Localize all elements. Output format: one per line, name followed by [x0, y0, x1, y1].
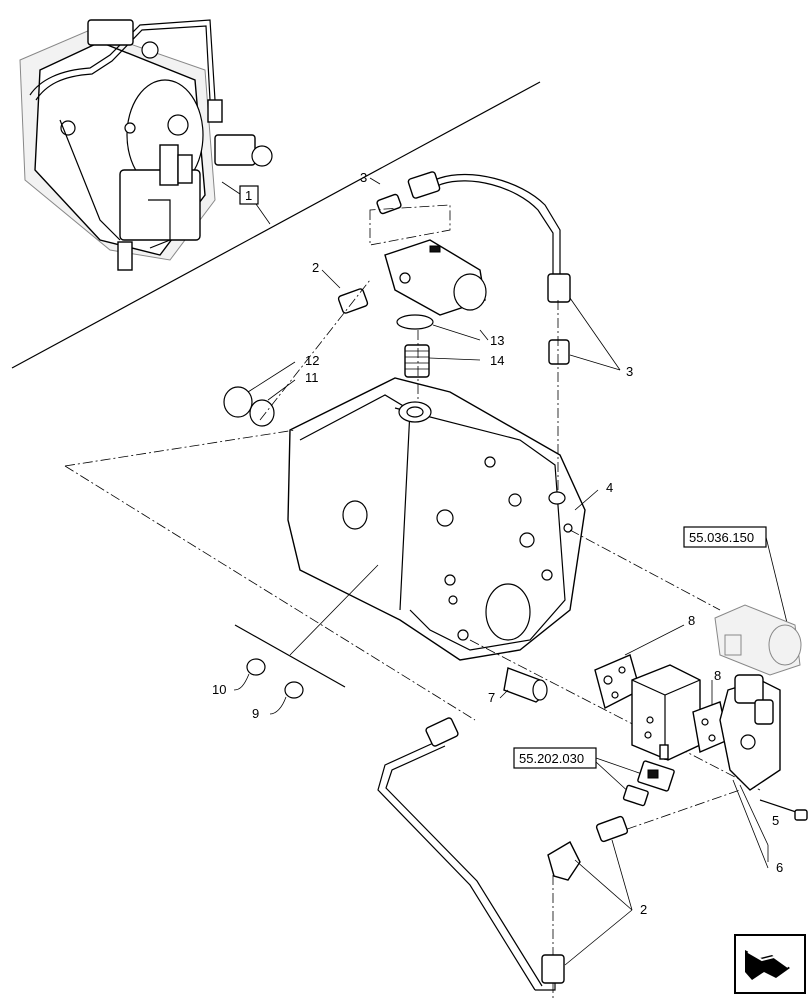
- fitting-3-right: 3: [548, 297, 633, 379]
- ref-55202030-label: 55.202.030: [519, 751, 584, 766]
- tube-upper-inner: [424, 180, 554, 280]
- callout-14-label: 14: [490, 353, 504, 368]
- callout-2-top-label: 2: [312, 260, 319, 275]
- o-ring-13: [396, 314, 434, 330]
- callout-3-top-label: 3: [360, 170, 367, 185]
- assembly-centerlines: [64, 204, 761, 1000]
- callout-6-label: 6: [776, 860, 783, 875]
- leader-pump: [289, 564, 379, 656]
- fitting-3-top: 3: [360, 170, 402, 215]
- ref-55036150-label: 55.036.150: [689, 530, 754, 545]
- callout-8a-label: 8: [688, 613, 695, 628]
- leader-bar: [234, 624, 346, 688]
- callout-12-label: 12: [305, 353, 319, 368]
- callout-8b-label: 8: [714, 668, 721, 683]
- ref-box-55202030: 55.202.030: [513, 747, 646, 796]
- valve-assembly-5-6: 5 6: [719, 674, 808, 875]
- divider-line: [11, 81, 541, 369]
- callout-1-label: 1: [245, 188, 252, 203]
- o-rings-9-10: 10 9: [212, 658, 304, 721]
- tube-nut-right: [547, 273, 571, 303]
- seal-rings-11-12: 12 11: [223, 353, 319, 427]
- spring-14: 14: [404, 344, 504, 378]
- callout-1: 1: [221, 181, 271, 225]
- next-page-arrow-icon[interactable]: [734, 934, 806, 994]
- main-pump-body: [287, 377, 586, 661]
- cartridge-parts: [622, 744, 675, 807]
- overview-pump-assembly: [19, 19, 273, 271]
- callout-4-label: 4: [606, 480, 613, 495]
- callout-13-label: 13: [490, 333, 504, 348]
- callout-5-label: 5: [772, 813, 779, 828]
- callout-10-label: 10: [212, 682, 226, 697]
- fitting-2-bottom: 2: [547, 815, 647, 966]
- ref-box-55036150: 55.036.150: [683, 526, 791, 636]
- tube-upper: [419, 173, 561, 280]
- callout-7-label: 7: [488, 690, 495, 705]
- bolt-7: 7: [488, 667, 548, 705]
- solenoid-valve-grey: [714, 604, 802, 676]
- callout-11-label: 11: [305, 370, 319, 385]
- valve-block-13: [384, 239, 487, 316]
- tube-lower: [377, 717, 565, 991]
- fitting-2-top: 2: [312, 260, 369, 314]
- callout-9-label: 9: [252, 706, 259, 721]
- callout-2-bottom-label: 2: [640, 902, 647, 917]
- tube-nut-top: [407, 171, 441, 199]
- callout-3-right-label: 3: [626, 364, 633, 379]
